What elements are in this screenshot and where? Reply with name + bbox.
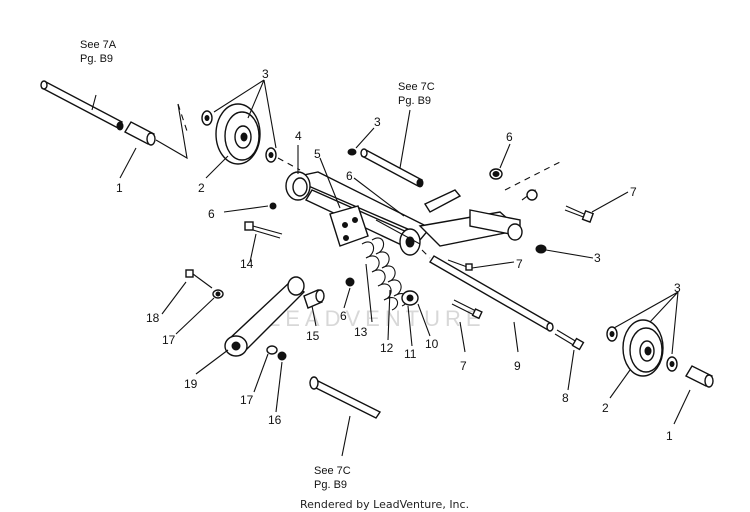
credit-text: Rendered by LeadVenture, Inc.: [300, 498, 469, 511]
centerline: [177, 103, 189, 135]
bolt-18: [185, 269, 194, 278]
callout-3: 3: [594, 251, 601, 265]
leader-lines: [91, 79, 691, 457]
upper-link: [423, 189, 462, 213]
callout-7: 7: [460, 359, 467, 373]
bolt-8: [554, 329, 585, 351]
callout-6: 6: [208, 207, 215, 221]
callout-6: 6: [346, 169, 353, 183]
callout-15: 15: [306, 329, 320, 343]
swing-arm-4: [285, 171, 523, 256]
centerline: [521, 187, 539, 201]
bolt-7-lower: [451, 299, 483, 320]
ref-bottom-line2: Pg. B9: [314, 479, 347, 491]
callout-10: 10: [425, 337, 439, 351]
link-arm-19: [224, 276, 306, 357]
leader-line: [155, 103, 188, 160]
nut-6-left: [269, 202, 277, 210]
spring-12: [361, 237, 409, 311]
callout-2: 2: [198, 181, 205, 195]
callout-14: 14: [240, 257, 254, 271]
ref-top-middle-line1: See 7C: [398, 81, 435, 93]
ref-top-left-line1: See 7A: [80, 39, 117, 51]
callout-18: 18: [146, 311, 160, 325]
watermark: LEADVENTURE: [268, 306, 486, 331]
callout-17: 17: [240, 393, 254, 407]
callout-12: 12: [380, 341, 394, 355]
ref-bottom-line1: See 7C: [314, 465, 351, 477]
callout-3: 3: [674, 281, 681, 295]
idler-wheel-left: [215, 103, 261, 165]
bolt-head-dashed: [526, 189, 538, 201]
callout-9: 9: [514, 359, 521, 373]
bolt-7-middle: [447, 259, 473, 271]
bushing-1-right: [685, 365, 714, 388]
centerline: [277, 157, 301, 171]
callout-19: 19: [184, 377, 198, 391]
upper-left-shaft: [40, 80, 124, 131]
mounting-bracket: [329, 205, 369, 247]
ref-top-left-line2: Pg. B9: [80, 53, 113, 65]
callout-4: 4: [295, 129, 302, 143]
bolt-7-right: [564, 205, 595, 223]
callout-13: 13: [354, 325, 368, 339]
callout-17: 17: [162, 333, 176, 347]
leader-line: [375, 219, 421, 245]
washer-17-lower: [266, 345, 278, 355]
callout-16: 16: [268, 413, 282, 427]
callout-1: 1: [116, 181, 123, 195]
callout-3: 3: [262, 67, 269, 81]
callout-6: 6: [340, 309, 347, 323]
upper-middle-shaft: [360, 148, 424, 188]
callout-3: 3: [374, 115, 381, 129]
nut-16: [277, 351, 287, 361]
bolt-14: [244, 221, 283, 239]
bolt-18-shank: [192, 273, 213, 289]
lower-long-shaft-9: [429, 255, 554, 332]
idler-wheel-right: [622, 319, 664, 377]
callout-5: 5: [314, 147, 321, 161]
centerline: [504, 161, 561, 191]
callout-11: 11: [404, 347, 417, 361]
ref-top-middle-line2: Pg. B9: [398, 95, 431, 107]
bushing-15: [303, 289, 325, 309]
washer-3-right: [535, 244, 547, 254]
callout-2: 2: [602, 401, 609, 415]
bottom-shaft: [309, 376, 382, 419]
washer-3-top: [347, 148, 357, 156]
callout-8: 8: [562, 391, 569, 405]
callout-7: 7: [630, 185, 637, 199]
callout-7: 7: [516, 257, 523, 271]
centerline: [421, 249, 431, 259]
callout-1: 1: [666, 429, 673, 443]
bushing-1-left: [124, 121, 156, 146]
callout-6: 6: [506, 130, 513, 144]
nut-6-lower: [345, 277, 355, 287]
